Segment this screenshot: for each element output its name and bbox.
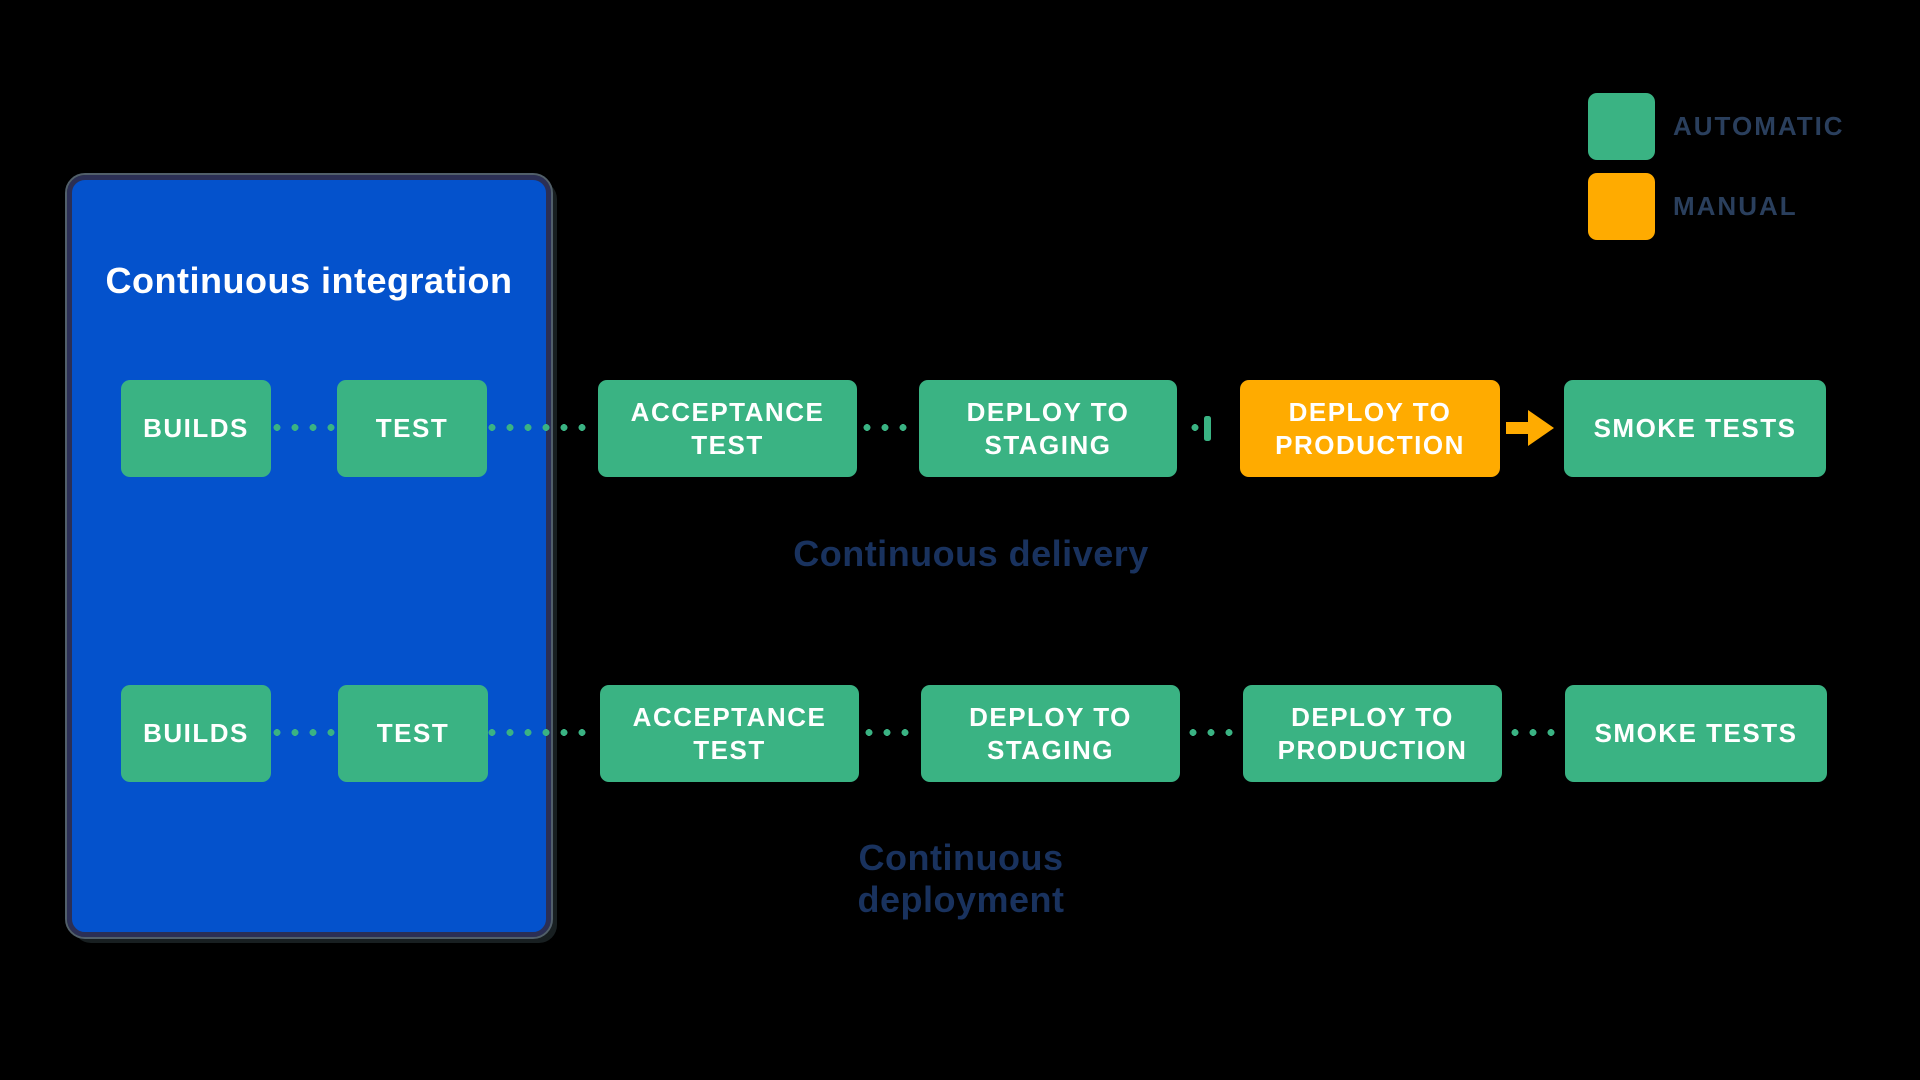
dotted-connector bbox=[268, 424, 340, 431]
dotted-connector bbox=[1506, 729, 1560, 736]
continuous-deployment-label: Continuous deployment bbox=[857, 837, 1065, 920]
dotted-connector bbox=[483, 729, 591, 736]
stage-builds-delivery: BUILDS bbox=[121, 380, 271, 477]
legend-label: AUTOMATIC bbox=[1673, 111, 1845, 141]
stage-builds-deployment: BUILDS bbox=[121, 685, 271, 782]
stage-label: TEST bbox=[376, 718, 450, 749]
stage-label: DEPLOY TO STAGING bbox=[966, 397, 1130, 460]
stage-label: ACCEPTANCE TEST bbox=[632, 702, 827, 765]
automatic-swatch-icon bbox=[1588, 93, 1655, 160]
stage-test-delivery: TEST bbox=[337, 380, 487, 477]
stage-deploy-staging-deployment: DEPLOY TO STAGING bbox=[921, 685, 1180, 782]
stage-deploy-staging-delivery: DEPLOY TO STAGING bbox=[919, 380, 1177, 477]
continuous-delivery-label: Continuous delivery bbox=[793, 533, 1149, 574]
dotted-connector bbox=[483, 424, 591, 431]
continuous-integration-panel bbox=[65, 173, 553, 939]
stage-label: BUILDS bbox=[143, 718, 249, 749]
dotted-connector bbox=[860, 729, 914, 736]
stage-label: DEPLOY TO PRODUCTION bbox=[1275, 397, 1465, 460]
stage-test-deployment: TEST bbox=[338, 685, 488, 782]
dotted-connector bbox=[1184, 729, 1238, 736]
dotted-connector bbox=[1186, 424, 1204, 431]
stage-acceptance-test-delivery: ACCEPTANCE TEST bbox=[598, 380, 857, 477]
stage-deploy-production-delivery: DEPLOY TO PRODUCTION bbox=[1240, 380, 1500, 477]
stage-deploy-production-deployment: DEPLOY TO PRODUCTION bbox=[1243, 685, 1502, 782]
stage-label: SMOKE TESTS bbox=[1593, 413, 1797, 444]
arrow-head bbox=[1528, 410, 1554, 446]
legend-item-manual: MANUAL bbox=[1588, 173, 1798, 240]
stage-label: DEPLOY TO STAGING bbox=[969, 702, 1132, 765]
stage-label: DEPLOY TO PRODUCTION bbox=[1277, 702, 1468, 765]
dotted-connector bbox=[268, 729, 340, 736]
pause-bar-icon bbox=[1204, 416, 1211, 441]
stage-smoke-tests-deployment: SMOKE TESTS bbox=[1565, 685, 1827, 782]
manual-swatch-icon bbox=[1588, 173, 1655, 240]
stage-smoke-tests-delivery: SMOKE TESTS bbox=[1564, 380, 1826, 477]
stage-label: ACCEPTANCE TEST bbox=[630, 397, 825, 460]
dotted-connector bbox=[858, 424, 912, 431]
legend-item-automatic: AUTOMATIC bbox=[1588, 93, 1845, 160]
continuous-integration-title: Continuous integration bbox=[105, 260, 513, 301]
arrow-stem bbox=[1506, 422, 1530, 434]
manual-arrow-icon bbox=[1506, 410, 1554, 446]
stage-acceptance-test-deployment: ACCEPTANCE TEST bbox=[600, 685, 859, 782]
stage-label: TEST bbox=[375, 413, 449, 444]
legend-label: MANUAL bbox=[1673, 191, 1798, 221]
stage-label: BUILDS bbox=[143, 413, 249, 444]
stage-label: SMOKE TESTS bbox=[1594, 718, 1798, 749]
